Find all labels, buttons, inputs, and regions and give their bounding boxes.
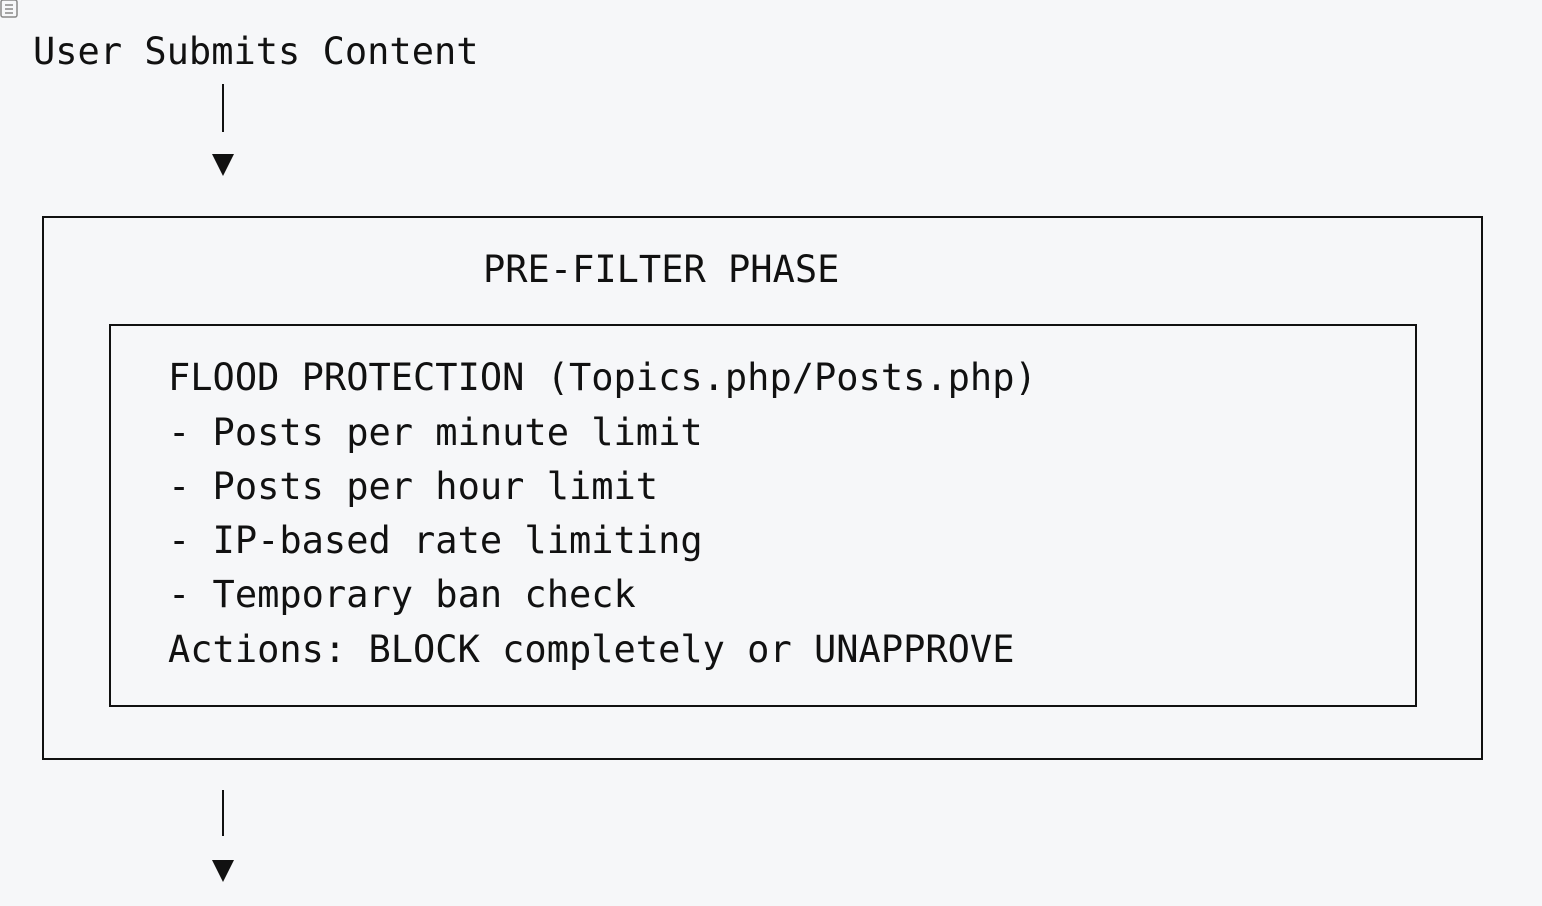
- list-item: - Temporary ban check: [168, 573, 636, 616]
- arrow-line-bottom: [222, 790, 224, 836]
- actions-text: Actions: BLOCK completely or UNAPPROVE: [168, 628, 1015, 671]
- arrow-line-top: [222, 84, 224, 132]
- phase-title: PRE-FILTER PHASE: [483, 248, 840, 291]
- pre-filter-phase-box: [42, 216, 1483, 760]
- list-item: - Posts per minute limit: [168, 411, 703, 454]
- section-title: FLOOD PROTECTION (Topics.php/Posts.php): [168, 356, 1037, 399]
- flood-protection-box: [109, 324, 1417, 707]
- list-item: - IP-based rate limiting: [168, 519, 703, 562]
- copy-icon[interactable]: [0, 0, 22, 18]
- down-arrow-icon: [212, 860, 234, 882]
- down-arrow-icon: [212, 154, 234, 176]
- list-item: - Posts per hour limit: [168, 465, 659, 508]
- start-node-label: User Submits Content: [33, 30, 479, 73]
